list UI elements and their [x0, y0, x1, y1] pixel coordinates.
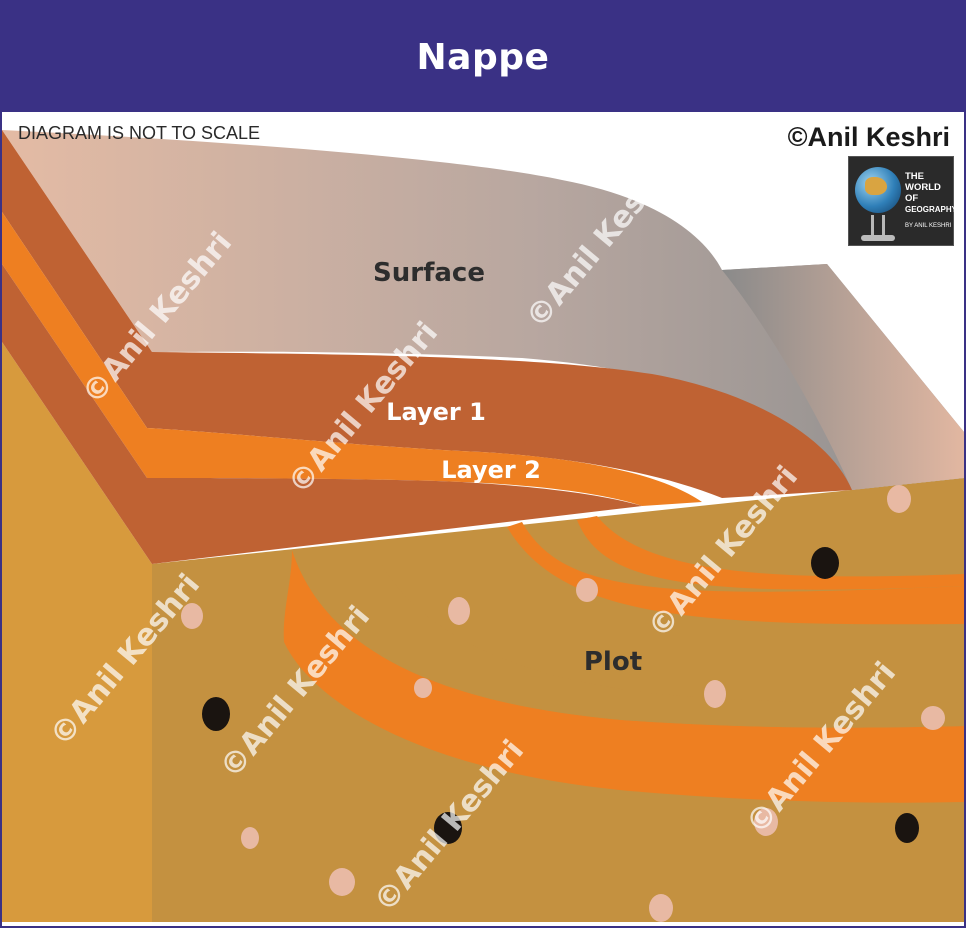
- fold-inner-arc: [507, 522, 964, 625]
- layer1-top: [2, 130, 852, 498]
- author-credit: ©Anil Keshri: [787, 122, 950, 152]
- logo-line: OF: [905, 193, 919, 204]
- logo-line: WORLD: [905, 182, 941, 193]
- logo-text: THE WORLD OF GEOGRAPHY: [905, 171, 958, 215]
- nappe-diagram: DIAGRAM IS NOT TO SCALE Surface Layer 1 …: [2, 123, 964, 922]
- dark-pebbles: [202, 547, 919, 844]
- label-plot: Plot: [584, 647, 642, 677]
- surface-right-slope: [722, 264, 964, 490]
- scale-note: DIAGRAM IS NOT TO SCALE: [18, 123, 260, 143]
- block-side-face: [2, 342, 152, 922]
- fold-outer-arc-shadow: [292, 544, 964, 728]
- globe-land-icon: [865, 177, 887, 195]
- label-layer1: Layer 1: [386, 398, 486, 426]
- globe-base-icon: [861, 235, 895, 241]
- logo-line: GEOGRAPHY: [905, 205, 958, 214]
- surface-top: [2, 130, 964, 490]
- label-surface: Surface: [373, 258, 485, 288]
- layer2-top: [2, 212, 702, 506]
- fold-inner-arc-upper: [577, 516, 964, 590]
- title-bar: Nappe: [2, 2, 964, 112]
- world-of-geography-logo: THE WORLD OF GEOGRAPHY BY ANIL KESHRI: [848, 156, 958, 246]
- pebbles: [181, 485, 945, 922]
- lower-brown-layer: [2, 264, 642, 564]
- globe-stand-icon: [871, 215, 885, 237]
- label-layer2: Layer 2: [441, 456, 541, 484]
- logo-byline: BY ANIL KESHRI: [905, 223, 952, 229]
- fold-outer-arc: [283, 550, 964, 803]
- logo-line: THE: [905, 171, 924, 182]
- diagram-title: Nappe: [416, 36, 550, 78]
